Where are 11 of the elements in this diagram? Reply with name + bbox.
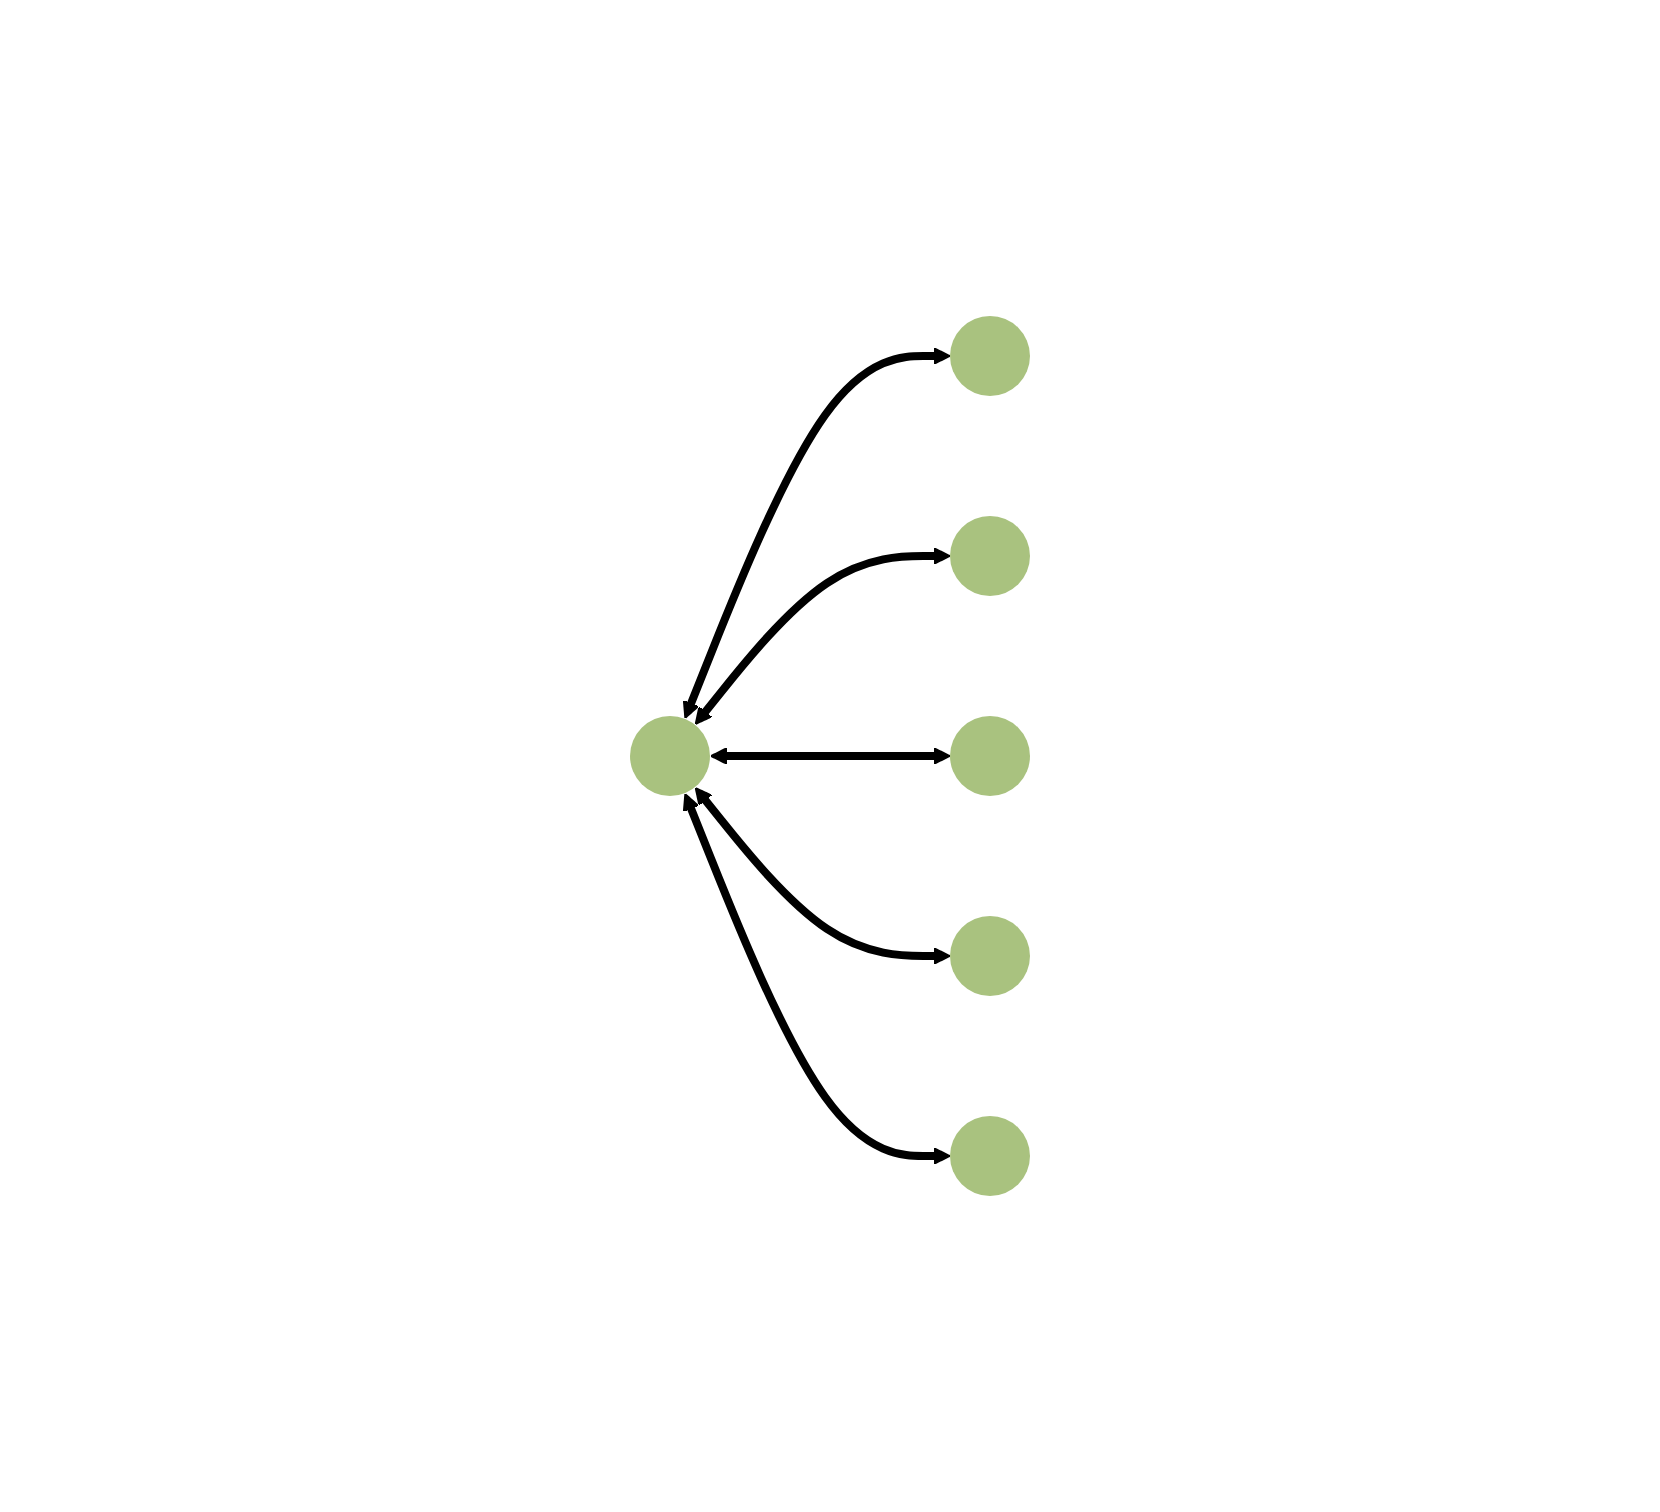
node-circle (950, 516, 1030, 596)
node-circle (630, 716, 710, 796)
node-circle (950, 1116, 1030, 1196)
node-circle (950, 316, 1030, 396)
node-circle (950, 716, 1030, 796)
arrow (682, 793, 951, 1165)
arrow (710, 747, 951, 765)
node-circle (950, 916, 1030, 996)
arrow (694, 547, 951, 725)
arrow (694, 787, 951, 965)
arrow (682, 347, 951, 719)
